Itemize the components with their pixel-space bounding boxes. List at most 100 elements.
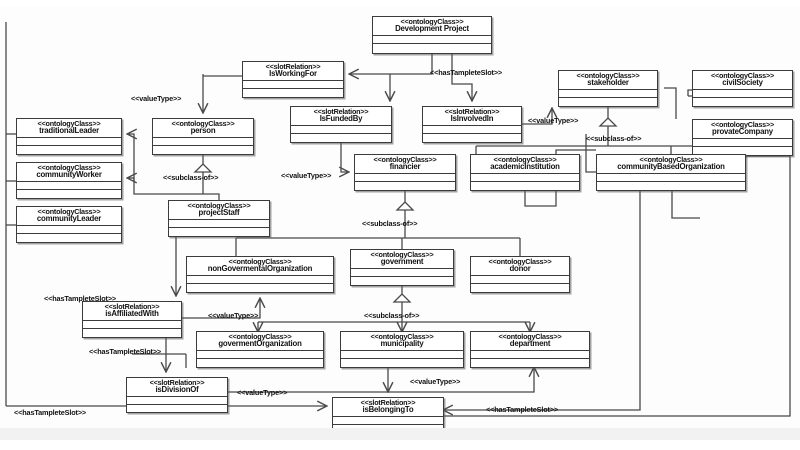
node-operations-compartment xyxy=(559,97,657,105)
node-donor[interactable]: <<ontologyClass>>donor xyxy=(470,256,570,293)
node-operations-compartment xyxy=(471,181,579,189)
node-government[interactable]: <<ontologyClass>>government xyxy=(350,249,454,286)
node-operations-compartment xyxy=(351,276,453,284)
node-name: IsInvolvedIn xyxy=(450,114,494,124)
node-nonGovermentalOrganization[interactable]: <<ontologyClass>>nonGovermentalOrganizat… xyxy=(186,256,334,293)
node-attributes-compartment xyxy=(373,35,491,43)
node-operations-compartment xyxy=(243,88,343,96)
node-name: govermentOrganization xyxy=(218,339,302,349)
node-developmentProject[interactable]: <<ontologyClass>>Development Project xyxy=(372,16,492,54)
node-person[interactable]: <<ontologyClass>>person xyxy=(152,118,254,155)
node-stereotype: <<slotRelation>> xyxy=(104,302,160,311)
node-municipality[interactable]: <<ontologyClass>>municipality xyxy=(340,331,464,368)
node-stereotype: <<ontologyClass>> xyxy=(370,250,434,259)
edge-label-lbl-subclassof-person: <<subclass-of>> xyxy=(163,173,219,182)
node-operations-compartment xyxy=(291,133,391,141)
node-header: <<ontologyClass>>person xyxy=(153,119,253,137)
node-stereotype: <<ontologyClass>> xyxy=(711,71,774,80)
node-operations-compartment xyxy=(423,133,521,141)
node-stereotype: <<ontologyClass>> xyxy=(576,71,640,80)
node-department[interactable]: <<ontologyClass>>department xyxy=(470,331,590,368)
node-attributes-compartment xyxy=(83,320,181,328)
edge-label-lbl-valueType-person: <<valueType>> xyxy=(131,94,182,103)
node-attributes-compartment xyxy=(17,181,121,189)
node-header: <<ontologyClass>>nonGovermentalOrganizat… xyxy=(187,257,333,275)
node-operations-compartment xyxy=(693,146,792,154)
node-attributes-compartment xyxy=(597,173,745,181)
node-govermentOrganization[interactable]: <<ontologyClass>>govermentOrganization xyxy=(196,331,324,368)
node-isFundedBy[interactable]: <<slotRelation>>IsFundedBy xyxy=(290,106,392,143)
node-communityWorker[interactable]: <<ontologyClass>>communityWorker xyxy=(16,162,122,199)
node-attributes-compartment xyxy=(17,225,121,233)
node-attributes-compartment xyxy=(153,137,253,145)
node-traditionalLeader[interactable]: <<ontologyClass>>traditionalLeader xyxy=(16,118,122,155)
node-stereotype: <<ontologyClass>> xyxy=(373,155,437,164)
uml-diagram: <<ontologyClass>>Development Project <<sl… xyxy=(0,6,800,433)
node-name: person xyxy=(190,126,216,136)
node-operations-compartment xyxy=(17,189,121,197)
node-header: <<ontologyClass>>civilSociety xyxy=(693,71,792,89)
node-header: <<slotRelation>>isDivisionOf xyxy=(127,378,227,396)
node-stereotype: <<ontologyClass>> xyxy=(187,201,251,210)
node-isAffiliatedWith[interactable]: <<slotRelation>>isAffiliatedWith xyxy=(82,301,182,338)
node-header: <<ontologyClass>>government xyxy=(351,250,453,268)
edge-label-lbl-valueType-stakeholder: <<valueType>> xyxy=(528,116,579,125)
node-operations-compartment xyxy=(341,358,463,366)
node-attributes-compartment xyxy=(187,275,333,283)
node-attributes-compartment xyxy=(471,350,589,358)
node-header: <<slotRelation>>isBelongingTo xyxy=(333,398,443,416)
node-name: IsWorkingFor xyxy=(269,69,317,79)
edge-label-lbl-valueType-division: <<valueType>> xyxy=(237,388,288,397)
node-operations-compartment xyxy=(333,424,443,432)
node-attributes-compartment xyxy=(693,89,792,97)
node-civilSociety[interactable]: <<ontologyClass>>civilSociety xyxy=(692,70,793,107)
node-isWorkingFor[interactable]: <<slotRelation>>IsWorkingFor xyxy=(242,61,344,98)
node-stereotype: <<slotRelation>> xyxy=(360,398,416,407)
node-stereotype: <<ontologyClass>> xyxy=(370,332,434,341)
connector-layer xyxy=(5,22,791,417)
node-header: <<ontologyClass>>donor xyxy=(471,257,569,275)
node-header: <<slotRelation>>IsWorkingFor xyxy=(243,62,343,80)
node-name: department xyxy=(509,339,551,349)
node-attributes-compartment xyxy=(243,80,343,88)
node-name: government xyxy=(380,257,424,267)
node-operations-compartment xyxy=(127,404,227,412)
node-header: <<slotRelation>>isAffiliatedWith xyxy=(83,302,181,320)
node-attributes-compartment xyxy=(351,268,453,276)
node-operations-compartment xyxy=(83,328,181,336)
node-name: donor xyxy=(509,264,531,274)
node-name: stakeholder xyxy=(587,78,629,88)
node-header: <<ontologyClass>>provateCompany xyxy=(693,120,792,138)
node-name: communityLeader xyxy=(36,214,102,224)
letterbox-top xyxy=(0,0,800,6)
node-stereotype: <<ontologyClass>> xyxy=(228,257,292,266)
node-stereotype: <<ontologyClass>> xyxy=(400,17,464,26)
node-academicInstitution[interactable]: <<ontologyClass>>academicInstitution xyxy=(470,154,580,191)
edge-label-lbl-subclassof-stakeholder: <<subclass-of>> xyxy=(586,134,642,143)
node-attributes-compartment xyxy=(291,125,391,133)
node-isInvolvedIn[interactable]: <<slotRelation>>IsInvolvedIn xyxy=(422,106,522,143)
node-stakeholder[interactable]: <<ontologyClass>>stakeholder xyxy=(558,70,658,107)
node-operations-compartment xyxy=(471,283,569,291)
node-stereotype: <<ontologyClass>> xyxy=(711,120,774,129)
node-header: <<slotRelation>>IsFundedBy xyxy=(291,107,391,125)
edge-label-lbl-hasTampleteSlot-affil2: <<hasTampleteSlot>> xyxy=(89,347,162,356)
node-provateCompany[interactable]: <<ontologyClass>>provateCompany xyxy=(692,119,793,156)
node-name: civilSociety xyxy=(722,78,763,88)
node-attributes-compartment xyxy=(423,125,521,133)
edge-label-lbl-subclassof-financier: <<subclass-of>> xyxy=(362,219,418,228)
node-isBelongingTo[interactable]: <<slotRelation>>isBelongingTo xyxy=(332,397,444,433)
node-name: provateCompany xyxy=(712,127,773,137)
node-name: isDivisionOf xyxy=(155,385,199,395)
node-header: <<ontologyClass>>Development Project xyxy=(373,17,491,35)
node-operations-compartment xyxy=(17,233,121,241)
node-financier[interactable]: <<ontologyClass>>financier xyxy=(354,154,456,191)
node-isDivisionOf[interactable]: <<slotRelation>>isDivisionOf xyxy=(126,377,228,413)
node-communityLeader[interactable]: <<ontologyClass>>communityLeader xyxy=(16,206,122,243)
node-operations-compartment xyxy=(187,283,333,291)
node-name: communityBasedOrganization xyxy=(617,162,725,172)
node-communityBasedOrganization[interactable]: <<ontologyClass>>communityBasedOrganizat… xyxy=(596,154,746,191)
node-name: financier xyxy=(389,162,421,172)
node-projectStaff[interactable]: <<ontologyClass>>projectStaff xyxy=(168,200,270,237)
